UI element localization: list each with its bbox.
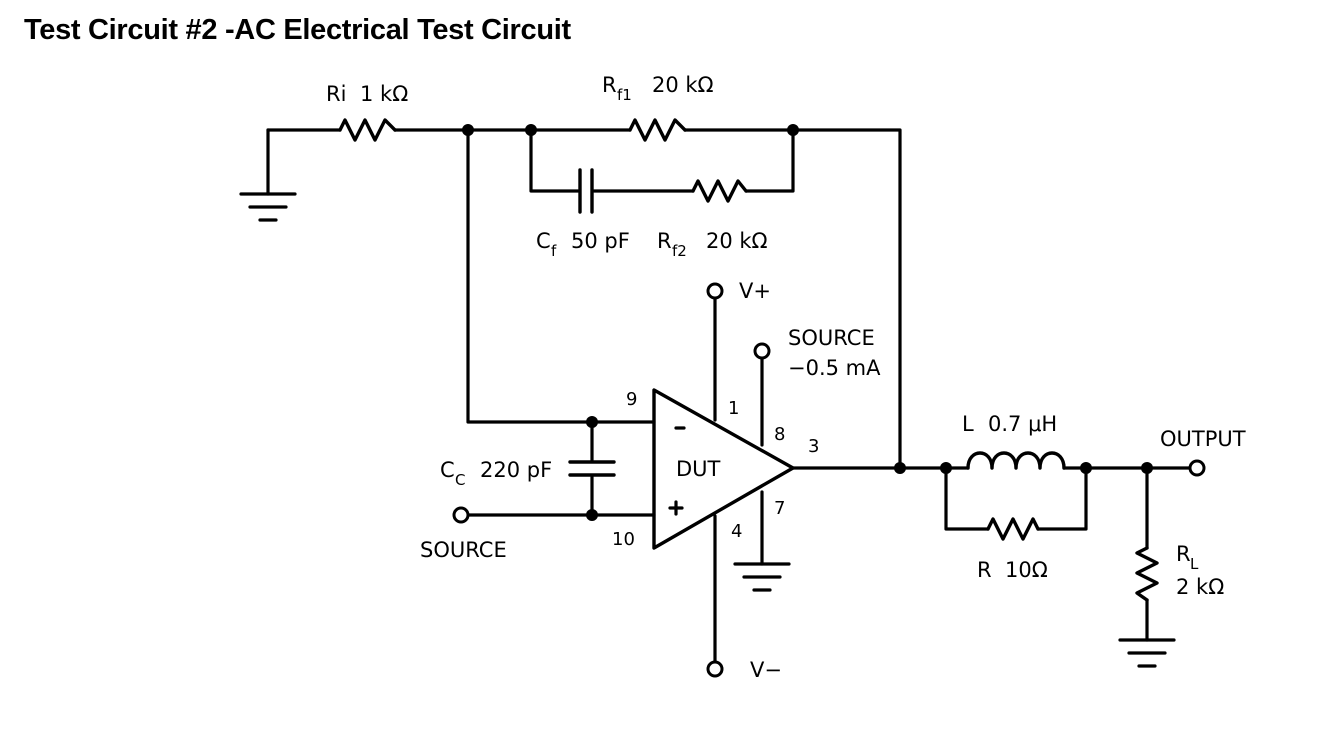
rf1-value: 20 kΩ bbox=[652, 73, 714, 97]
resistor-r bbox=[986, 517, 1040, 541]
l-symbol: L bbox=[962, 412, 974, 436]
rf2-subscript: f2 bbox=[672, 242, 687, 260]
ri-symbol: Ri bbox=[326, 82, 346, 106]
opamp-dut bbox=[652, 388, 795, 550]
pin-7: 7 bbox=[774, 498, 785, 519]
cc-value: 220 pF bbox=[480, 458, 552, 482]
cf-subscript: f bbox=[551, 242, 557, 260]
cf-value: 50 pF bbox=[571, 229, 630, 253]
inductor-l bbox=[966, 451, 1066, 470]
opamp-label: DUT bbox=[676, 457, 721, 481]
resistor-rf2 bbox=[691, 179, 748, 203]
pin-10: 10 bbox=[612, 529, 635, 550]
cc-subscript: C bbox=[455, 471, 465, 489]
rl-symbol: R bbox=[1176, 542, 1191, 566]
capacitor-cc bbox=[568, 460, 616, 477]
source-current-label: SOURCE bbox=[788, 326, 875, 350]
rf1-subscript: f1 bbox=[617, 86, 632, 104]
output-label: OUTPUT bbox=[1160, 427, 1246, 451]
cc-symbol: C bbox=[440, 458, 455, 482]
pin-8: 8 bbox=[774, 424, 785, 445]
resistor-rl bbox=[1135, 546, 1159, 602]
pin-9: 9 bbox=[626, 389, 637, 410]
noninverting-sign bbox=[668, 500, 684, 516]
rf1-symbol: R bbox=[602, 73, 617, 97]
page-title: Test Circuit #2 -AC Electrical Test Circ… bbox=[24, 14, 571, 46]
r-value: 10Ω bbox=[1005, 558, 1048, 582]
r-symbol: R bbox=[977, 558, 992, 582]
junction-dots bbox=[462, 124, 1153, 521]
l-value: 0.7 μH bbox=[988, 412, 1057, 436]
vplus-label: V+ bbox=[739, 279, 771, 303]
source-input-label: SOURCE bbox=[420, 538, 507, 562]
rl-value: 2 kΩ bbox=[1176, 575, 1224, 599]
resistor-rf1 bbox=[628, 118, 687, 142]
ri-value: 1 kΩ bbox=[360, 82, 408, 106]
terminal-vminus bbox=[706, 660, 724, 678]
pin-4: 4 bbox=[731, 521, 742, 542]
cf-symbol: C bbox=[536, 229, 551, 253]
rl-subscript: L bbox=[1190, 555, 1199, 573]
terminal-source-input bbox=[452, 506, 470, 524]
ground-left bbox=[239, 128, 297, 222]
pin-1: 1 bbox=[728, 398, 739, 419]
terminal-source-current bbox=[753, 342, 771, 360]
pin-3: 3 bbox=[808, 436, 819, 457]
ground-rl bbox=[1118, 638, 1176, 668]
source-current-value: −0.5 mA bbox=[788, 356, 881, 380]
ground-opamp bbox=[733, 562, 791, 592]
rf2-value: 20 kΩ bbox=[706, 229, 768, 253]
terminal-output bbox=[1188, 459, 1206, 477]
capacitor-cf bbox=[578, 168, 594, 214]
terminal-vplus bbox=[706, 282, 724, 300]
rf2-symbol: R bbox=[657, 229, 672, 253]
vminus-label: V− bbox=[750, 658, 782, 682]
resistor-ri bbox=[338, 118, 397, 142]
